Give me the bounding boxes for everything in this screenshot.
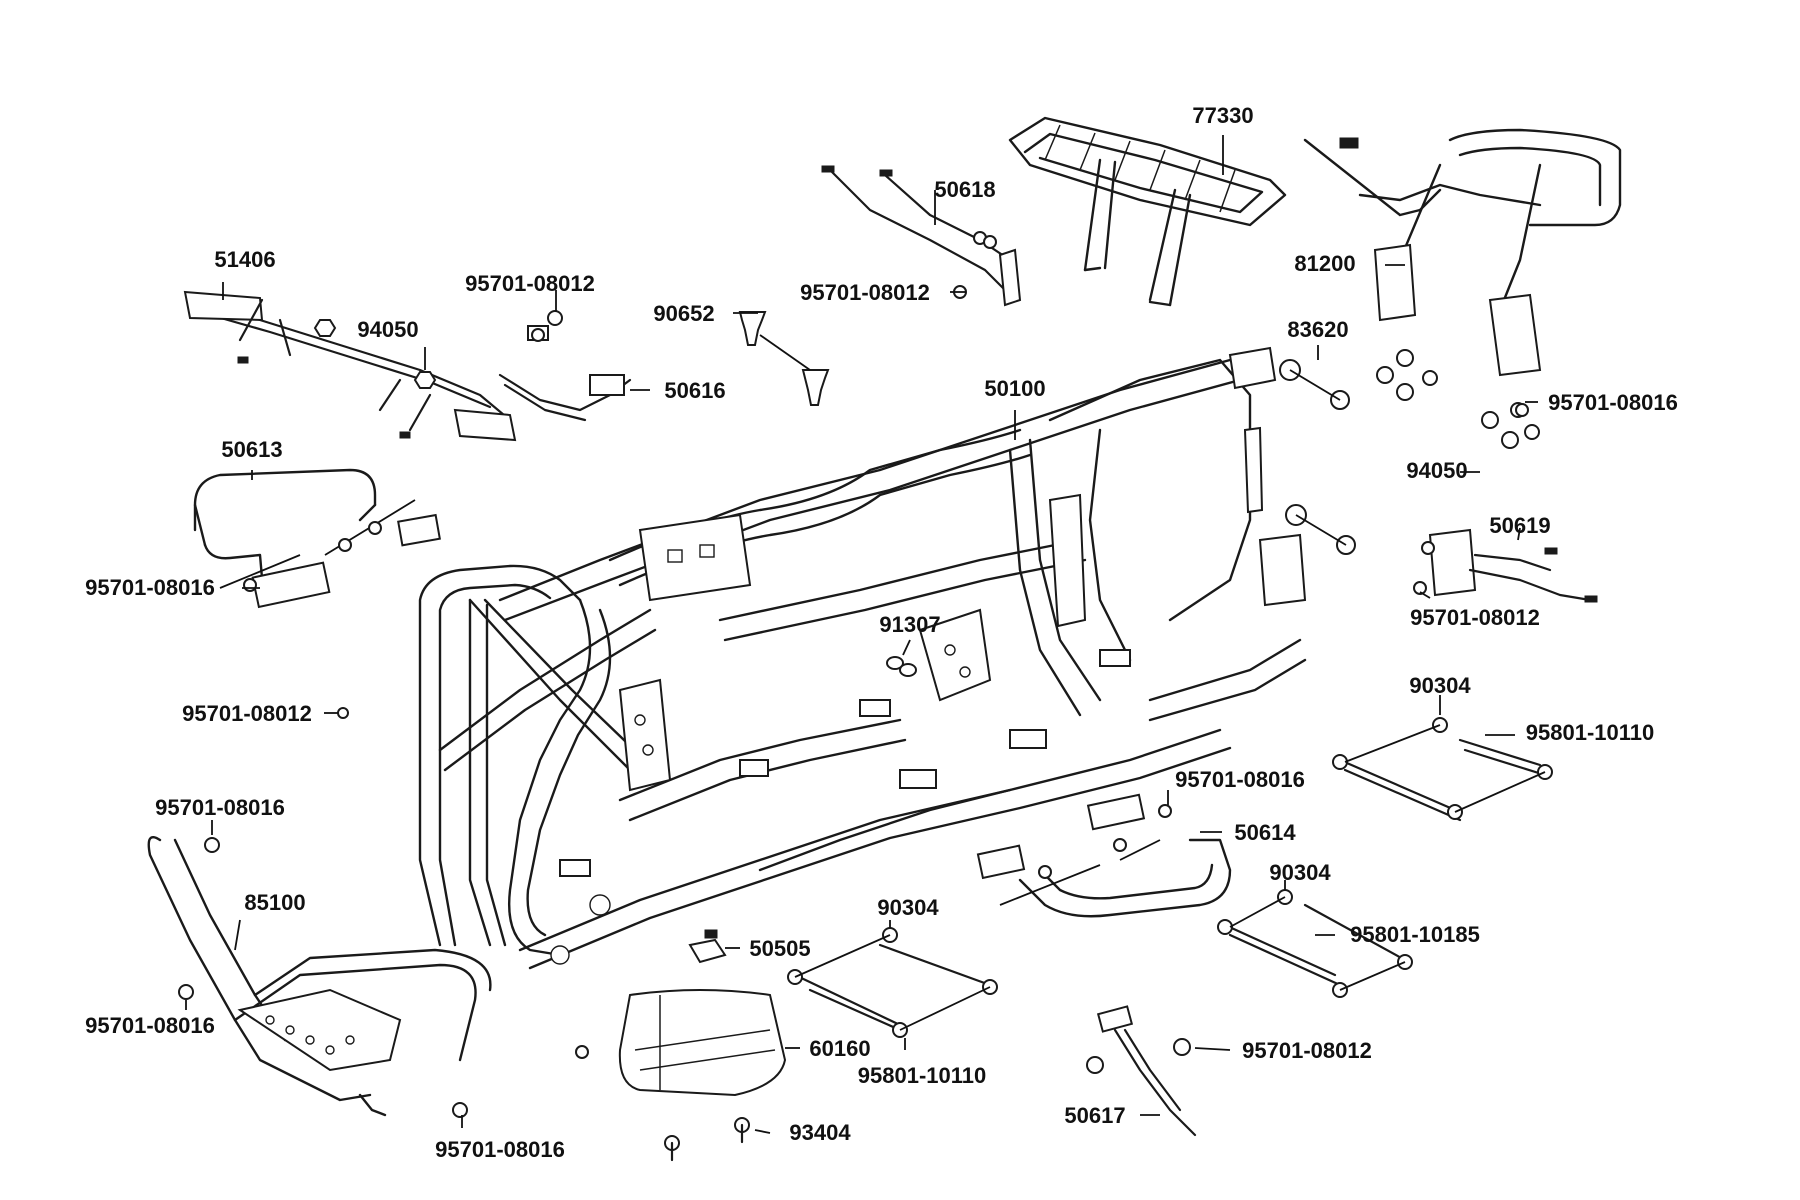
label-50613: 50613 [221, 437, 282, 462]
harness-50619-drawing [1428, 528, 1598, 603]
rear-bumper-drawing [1303, 128, 1622, 377]
label-91307: 91307 [879, 612, 940, 637]
front-bumper-85100-drawing [147, 835, 492, 1117]
label-81200: 81200 [1294, 251, 1355, 276]
bolt-95801-10185-drawing [1217, 889, 1413, 998]
label-95701-08016-e: 95701-08016 [85, 1013, 215, 1038]
harness-50618-drawing [821, 165, 1022, 307]
label-90304-a: 90304 [1409, 673, 1471, 698]
label-50616: 50616 [664, 378, 725, 403]
label-50619: 50619 [1489, 513, 1550, 538]
bolt-93404-drawing [664, 1117, 750, 1162]
label-95801-10110-a: 95801-10110 [1526, 720, 1654, 745]
label-51406: 51406 [214, 247, 275, 272]
leader-lines [185, 135, 1538, 1134]
bolt-95801-10110-lower-drawing [787, 927, 998, 1038]
label-94050-a: 94050 [357, 317, 418, 342]
label-83620: 83620 [1287, 317, 1348, 342]
label-95701-08012-d: 95701-08012 [182, 701, 312, 726]
label-95701-08012-e: 95701-08012 [1242, 1038, 1372, 1063]
bolt-95801-10110-upper-drawing [1332, 717, 1553, 822]
part-labels: 77330 50618 81200 51406 95701-08012 9065… [85, 103, 1678, 1162]
label-50614: 50614 [1234, 820, 1296, 845]
label-95701-08012-a: 95701-08012 [465, 271, 595, 296]
clip-50505-drawing [688, 929, 727, 964]
label-90304-b: 90304 [1269, 860, 1331, 885]
label-90304-c: 90304 [877, 895, 939, 920]
rubber-mount-83620-drawing [1279, 359, 1356, 555]
footrest-50614-drawing [976, 793, 1232, 918]
rear-rack-drawing [1008, 116, 1287, 307]
bolt-95701-08016-drawing [178, 403, 1529, 1118]
main-frame-drawing [418, 346, 1307, 970]
label-77330: 77330 [1192, 103, 1253, 128]
label-95701-08016-c: 95701-08016 [1175, 767, 1305, 792]
label-50617: 50617 [1064, 1103, 1125, 1128]
bolt-group-94050-drawing [1376, 349, 1540, 449]
label-93404: 93404 [789, 1120, 851, 1145]
label-95701-08016-b: 95701-08016 [85, 575, 215, 600]
clip-90652-drawing [738, 311, 830, 406]
label-95701-08016-a: 95701-08016 [1548, 390, 1678, 415]
label-95701-08012-b: 95701-08012 [800, 280, 930, 305]
skid-guard-60160-drawing [618, 989, 787, 1097]
nut-94050-drawing [313, 319, 337, 337]
sensor-wire-50616-drawing [498, 325, 632, 422]
nut-94050-b-drawing [413, 371, 437, 389]
sensor-50617-drawing [1086, 1005, 1197, 1137]
harness-51406-drawing [183, 290, 517, 442]
o-ring-91307-drawing [886, 656, 917, 677]
label-60160: 60160 [809, 1036, 870, 1061]
label-85100: 85100 [244, 890, 305, 915]
label-95701-08016-d: 95701-08016 [155, 795, 285, 820]
label-94050-b: 94050 [1406, 458, 1467, 483]
label-95701-08012-c: 95701-08012 [1410, 605, 1540, 630]
label-95801-10185: 95801-10185 [1350, 922, 1480, 947]
label-95801-10110-b: 95801-10110 [858, 1063, 986, 1088]
label-50618: 50618 [934, 177, 995, 202]
label-50100: 50100 [984, 376, 1045, 401]
footrest-50613-drawing [193, 468, 441, 609]
label-50505: 50505 [749, 936, 810, 961]
label-95701-08016-f: 95701-08016 [435, 1137, 565, 1162]
label-90652: 90652 [653, 301, 714, 326]
